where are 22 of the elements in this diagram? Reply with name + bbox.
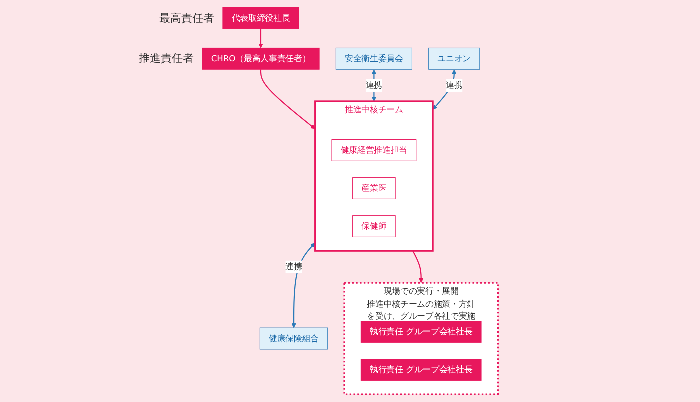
edge-label: 連携 (366, 80, 382, 90)
arrow (258, 28, 264, 48)
node-box (202, 48, 320, 70)
cluster (314, 100, 434, 252)
arrow (291, 242, 316, 328)
arrow (412, 250, 424, 284)
node-box (428, 48, 480, 70)
role-label: 推進責任者 (139, 51, 194, 66)
node-box (222, 7, 299, 30)
arrow (260, 70, 316, 130)
node-box (360, 321, 482, 343)
node-box (352, 216, 396, 238)
role-label: 最高責任者 (160, 10, 215, 26)
arrow (371, 70, 376, 102)
node-box (360, 359, 482, 381)
edge-label: 連携 (446, 80, 462, 90)
node-box (331, 140, 416, 162)
node-box (352, 178, 396, 200)
node-box (260, 328, 328, 350)
node-box (336, 48, 412, 70)
edge-label: 連携 (285, 262, 302, 272)
cluster (343, 282, 499, 396)
